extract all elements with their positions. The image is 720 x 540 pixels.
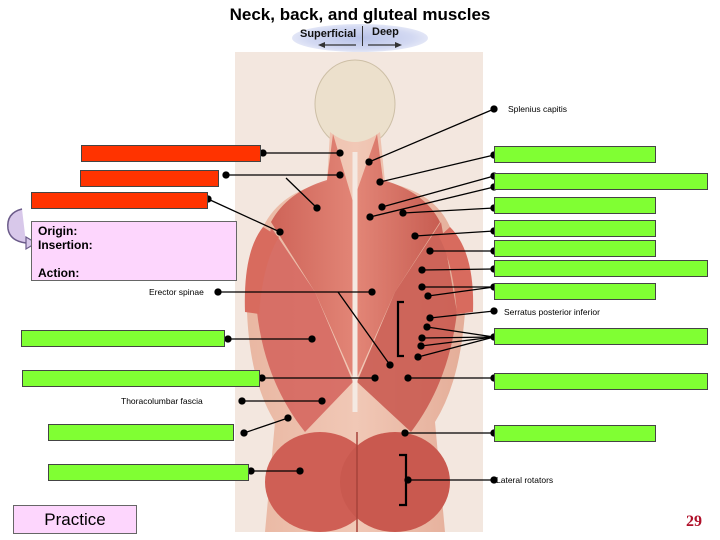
label-erector-spinae: Erector spinae [149,287,204,297]
origin-label: Origin: [38,224,78,238]
hidden-label-green-right-7[interactable] [494,283,656,300]
label-lateral-rotators: Lateral rotators [496,475,554,485]
hidden-label-green-right-4[interactable] [494,220,656,237]
arrow-left-icon [318,42,325,48]
hidden-label-green-left-3[interactable] [48,424,234,441]
hidden-label-green-right-10[interactable] [494,425,656,442]
label-serratus-posterior-inferior: Serratus posterior inferior [504,307,600,317]
superficial-deep-toggle[interactable]: Superficial Deep [292,24,428,52]
latissimus-right [357,222,457,432]
hidden-label-green-left-2[interactable] [22,370,260,387]
hidden-label-red-2[interactable] [80,170,219,187]
hidden-label-green-left-4[interactable] [48,464,249,481]
latissimus-left [257,227,353,432]
toggle-arrows [318,42,402,48]
hidden-label-green-right-3[interactable] [494,197,656,214]
practice-button[interactable]: Practice [13,505,137,534]
label-thoracolumbar-fascia: Thoracolumbar fascia [121,396,203,406]
bracket-lateral-rotators [399,453,408,507]
page-title: Neck, back, and gluteal muscles [229,5,491,24]
arrow-right-icon [395,42,402,48]
hidden-label-green-right-9[interactable] [494,373,708,390]
hidden-label-green-right-8[interactable] [494,328,708,345]
curved-arrow-icon [7,208,38,251]
label-splenius-capitis: Splenius capitis [508,104,568,114]
hidden-label-green-right-5[interactable] [494,240,656,257]
gluteus-right [340,432,450,532]
toggle-divider [362,26,363,46]
action-label: Action: [38,266,80,280]
bracket-serratus [396,300,404,358]
muscle-info-box: Origin: Insertion: Action: [31,221,237,281]
hidden-label-red-1[interactable] [81,145,261,162]
hidden-label-red-3[interactable] [31,192,208,209]
insertion-label: Insertion: [38,238,93,252]
hidden-label-green-left-1[interactable] [21,330,225,347]
hidden-label-green-right-1[interactable] [494,146,656,163]
right-arm [439,227,474,314]
hidden-label-green-right-6[interactable] [494,260,708,277]
page-number: 29 [686,513,702,530]
hidden-label-green-right-2[interactable] [494,173,708,190]
deep-toggle-label[interactable]: Deep [372,26,399,38]
superficial-toggle-label[interactable]: Superficial [300,28,357,40]
